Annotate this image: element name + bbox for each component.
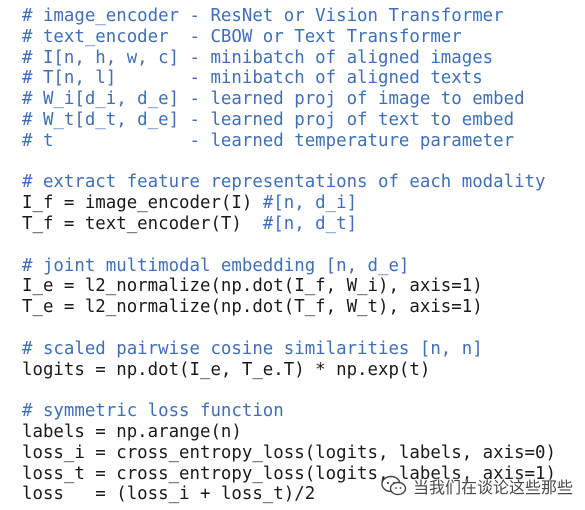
code-line: loss_i = cross_entropy_loss(logits, labe… (22, 443, 556, 464)
code-line: logits = np.dot(I_e, T_e.T) * np.exp(t) (22, 360, 556, 381)
watermark: 当我们在谈论这些那些 (381, 474, 573, 498)
code-statement: I_f = image_encoder(I) (22, 193, 263, 214)
code-comment: # image_encoder - ResNet or Vision Trans… (22, 6, 504, 26)
watermark-text: 当我们在谈论这些那些 (412, 478, 573, 497)
code-comment: # W_t[d_t, d_e] - learned proj of text t… (22, 109, 515, 130)
code-line: I_e = l2_normalize(np.dot(I_f, W_i), axi… (22, 276, 556, 297)
code-comment: # T[n, l] - minibatch of aligned texts (22, 68, 483, 89)
blank-line (22, 380, 556, 401)
code-line: labels = np.arange(n) (22, 422, 556, 443)
blank-line (22, 235, 556, 256)
blank-line (22, 318, 556, 339)
code-line: # W_i[d_i, d_e] - learned proj of image … (22, 89, 556, 110)
code-statement: labels = np.arange(n) (22, 421, 242, 442)
code-line: # t - learned temperature parameter (22, 131, 556, 152)
code-comment: # I[n, h, w, c] - minibatch of aligned i… (22, 47, 494, 68)
code-line: # W_t[d_t, d_e] - learned proj of text t… (22, 110, 556, 131)
code-statement: loss_i = cross_entropy_loss(logits, labe… (22, 442, 556, 463)
code-line: # joint multimodal embedding [n, d_e] (22, 256, 556, 277)
code-line: # scaled pairwise cosine similarities [n… (22, 339, 556, 360)
code-line: T_f = text_encoder(T) #[n, d_t] (22, 214, 556, 235)
code-line: # I[n, h, w, c] - minibatch of aligned i… (22, 48, 556, 69)
inline-comment: #[n, d_i] (262, 193, 358, 214)
code-line: loss = (loss_i + loss_t)/2 (22, 484, 556, 505)
code-statement: loss_t = cross_entropy_loss(logits, labe… (22, 463, 556, 484)
blank-line (22, 152, 556, 173)
wechat-icon (381, 475, 407, 497)
code-statement: loss = (loss_i + loss_t)/2 (22, 484, 316, 505)
code-line: T_e = l2_normalize(np.dot(T_f, W_t), axi… (22, 297, 556, 318)
code-line: # extract feature representations of eac… (22, 172, 556, 193)
code-comment: # text_encoder - CBOW or Text Transforme… (22, 26, 462, 47)
code-comment: # symmetric loss function (22, 401, 284, 422)
code-comment: # extract feature representations of eac… (22, 172, 546, 193)
code-statement: T_f = text_encoder(T) (22, 213, 263, 234)
code-comment: # t - learned temperature parameter (22, 130, 515, 151)
code-statement: I_e = l2_normalize(np.dot(I_f, W_i), axi… (22, 276, 483, 297)
code-line: I_f = image_encoder(I) #[n, d_i] (22, 193, 556, 214)
code-statement: T_e = l2_normalize(np.dot(T_f, W_t), axi… (22, 297, 483, 318)
inline-comment: #[n, d_t] (262, 213, 358, 234)
code-line: # image_encoder - ResNet or Vision Trans… (22, 6, 556, 27)
code-statement: logits = np.dot(I_e, T_e.T) * np.exp(t) (22, 359, 431, 380)
code-line: # T[n, l] - minibatch of aligned texts (22, 68, 556, 89)
code-comment: # joint multimodal embedding [n, d_e] (22, 255, 410, 276)
code-comment: # W_i[d_i, d_e] - learned proj of image … (22, 89, 525, 110)
code-block: # image_encoder - ResNet or Vision Trans… (22, 6, 556, 505)
code-line: loss_t = cross_entropy_loss(logits, labe… (22, 464, 556, 485)
code-line: # text_encoder - CBOW or Text Transforme… (22, 27, 556, 48)
code-comment: # scaled pairwise cosine similarities [n… (22, 338, 483, 359)
code-line: # symmetric loss function (22, 401, 556, 422)
